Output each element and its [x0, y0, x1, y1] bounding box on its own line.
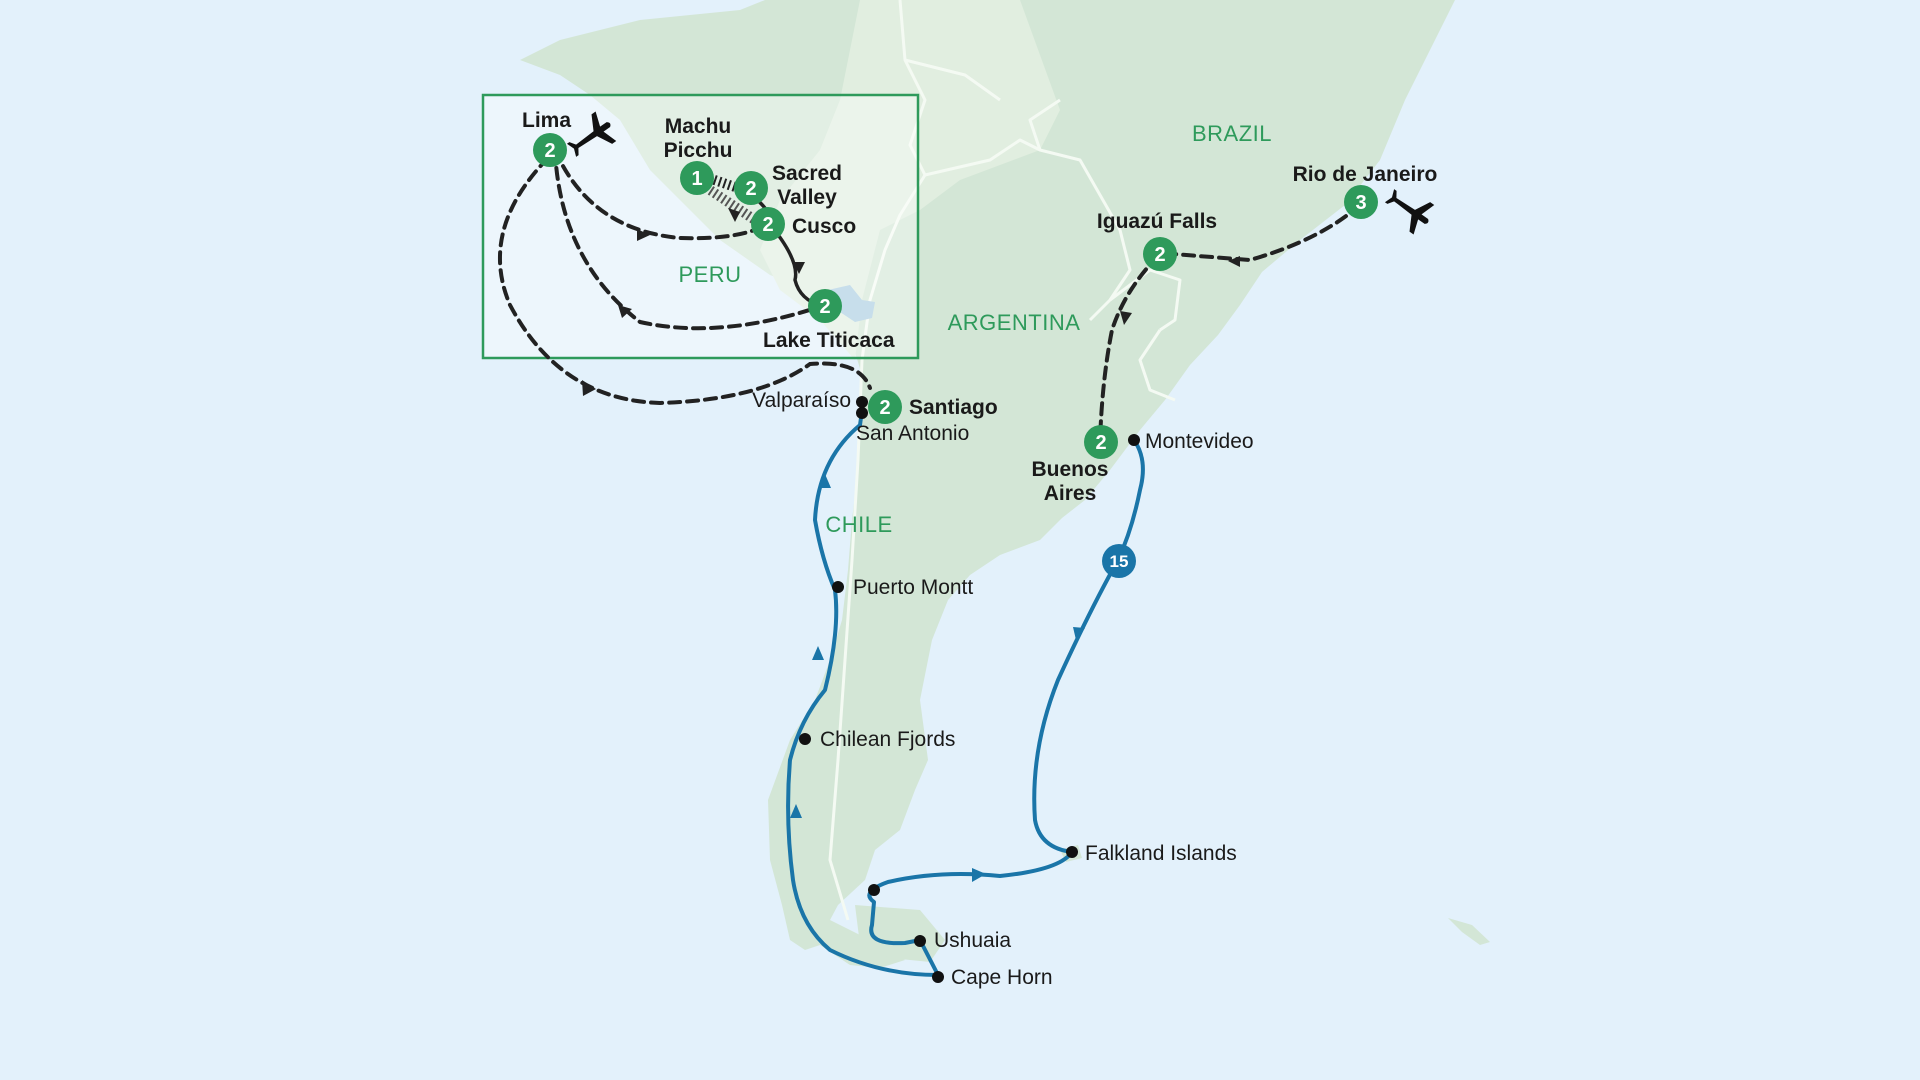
badge-cruise[interactable]: 15	[1102, 544, 1136, 578]
dot-montevideo	[1128, 434, 1140, 446]
dot-strait	[868, 884, 880, 896]
lake-titicaca-water	[828, 285, 875, 322]
land-route-arrows	[582, 208, 1240, 396]
svg-text:3: 3	[1355, 192, 1366, 214]
svg-text:2: 2	[544, 140, 555, 162]
arrow-cusco	[637, 229, 650, 241]
country-label-brazil: BRAZIL	[1192, 121, 1272, 146]
country-borders	[828, 0, 1182, 921]
place-label-chilean-fjords: Chilean Fjords	[820, 728, 955, 751]
badge-machu-picchu[interactable]: 1	[680, 161, 714, 195]
port-dots	[799, 396, 1140, 983]
dot-valparaiso	[856, 396, 868, 408]
place-label-puerto-montt: Puerto Montt	[853, 576, 973, 599]
country-label-peru: PERU	[678, 262, 741, 287]
place-label-machu-picchu-2: Picchu	[664, 139, 733, 162]
place-label-cusco: Cusco	[792, 215, 856, 238]
arrow-cusco-titicaca	[793, 262, 805, 274]
svg-text:2: 2	[1095, 432, 1106, 454]
cruise-route	[786, 408, 1145, 977]
place-label-sacred-valley-1: Sacred	[772, 162, 842, 185]
badge-sacred-valley[interactable]: 2	[734, 171, 768, 205]
badge-cusco[interactable]: 2	[751, 207, 785, 241]
cruise-route-arrows	[790, 474, 1085, 882]
dot-san-antonio	[856, 407, 868, 419]
place-label-falkland-islands: Falkland Islands	[1085, 842, 1237, 865]
dot-cape-horn	[932, 971, 944, 983]
dot-puerto-montt	[832, 581, 844, 593]
dot-chilean-fjords	[799, 733, 811, 745]
place-label-santiago: Santiago	[909, 396, 998, 419]
land-routes	[498, 148, 1362, 444]
route-rio-iguazu	[1158, 203, 1362, 263]
place-label-rio: Rio de Janeiro	[1293, 163, 1438, 186]
arrow-machu-cusco	[728, 208, 740, 222]
place-label-san-antonio: San Antonio	[856, 422, 969, 445]
route-lima-santiago	[498, 156, 872, 406]
place-label-buenos-aires-1: Buenos	[1031, 458, 1108, 481]
svg-text:2: 2	[879, 397, 890, 419]
badge-buenos-aires[interactable]: 2	[1084, 425, 1118, 459]
arrow-iguazu-ba	[1120, 311, 1132, 325]
place-label-lake-titicaca: Lake Titicaca	[763, 329, 895, 352]
place-label-iguazu: Iguazú Falls	[1097, 210, 1217, 233]
airplane-icon	[1384, 189, 1435, 235]
place-label-ushuaia: Ushuaia	[934, 929, 1011, 952]
arrow-santiago-lima	[582, 380, 596, 396]
svg-text:2: 2	[745, 178, 756, 200]
place-label-lima: Lima	[522, 109, 571, 132]
svg-text:1: 1	[691, 168, 702, 190]
badge-lima[interactable]: 2	[533, 133, 567, 167]
place-label-cape-horn: Cape Horn	[951, 966, 1053, 989]
place-label-machu-picchu-1: Machu	[665, 115, 732, 138]
badge-iguazu[interactable]: 2	[1143, 237, 1177, 271]
dot-ushuaia	[914, 935, 926, 947]
country-label-chile: CHILE	[825, 512, 892, 537]
dot-falkland-islands	[1066, 846, 1078, 858]
badge-santiago[interactable]: 2	[868, 390, 902, 424]
south-georgia	[1448, 918, 1490, 945]
airplane-icon	[566, 111, 617, 157]
arrow-rio-iguazu	[1228, 256, 1240, 267]
place-label-valparaiso: Valparaíso	[752, 389, 851, 412]
svg-text:2: 2	[762, 214, 773, 236]
svg-text:2: 2	[1154, 244, 1165, 266]
south-america-land	[520, 0, 1455, 968]
country-label-argentina: ARGENTINA	[948, 310, 1081, 335]
route-lima-cusco	[553, 148, 770, 241]
svg-text:2: 2	[819, 296, 830, 318]
badge-lake-titicaca[interactable]: 2	[808, 289, 842, 323]
route-iguazu-buenos-aires	[1098, 254, 1160, 444]
place-label-sacred-valley-2: Valley	[777, 186, 837, 209]
arrow-titicaca-lima	[618, 305, 632, 318]
badge-rio[interactable]: 3	[1344, 185, 1378, 219]
place-label-buenos-aires-2: Aires	[1044, 482, 1097, 505]
svg-text:15: 15	[1110, 552, 1129, 571]
route-lima-titicaca	[553, 148, 824, 331]
place-label-montevideo: Montevideo	[1145, 430, 1254, 453]
